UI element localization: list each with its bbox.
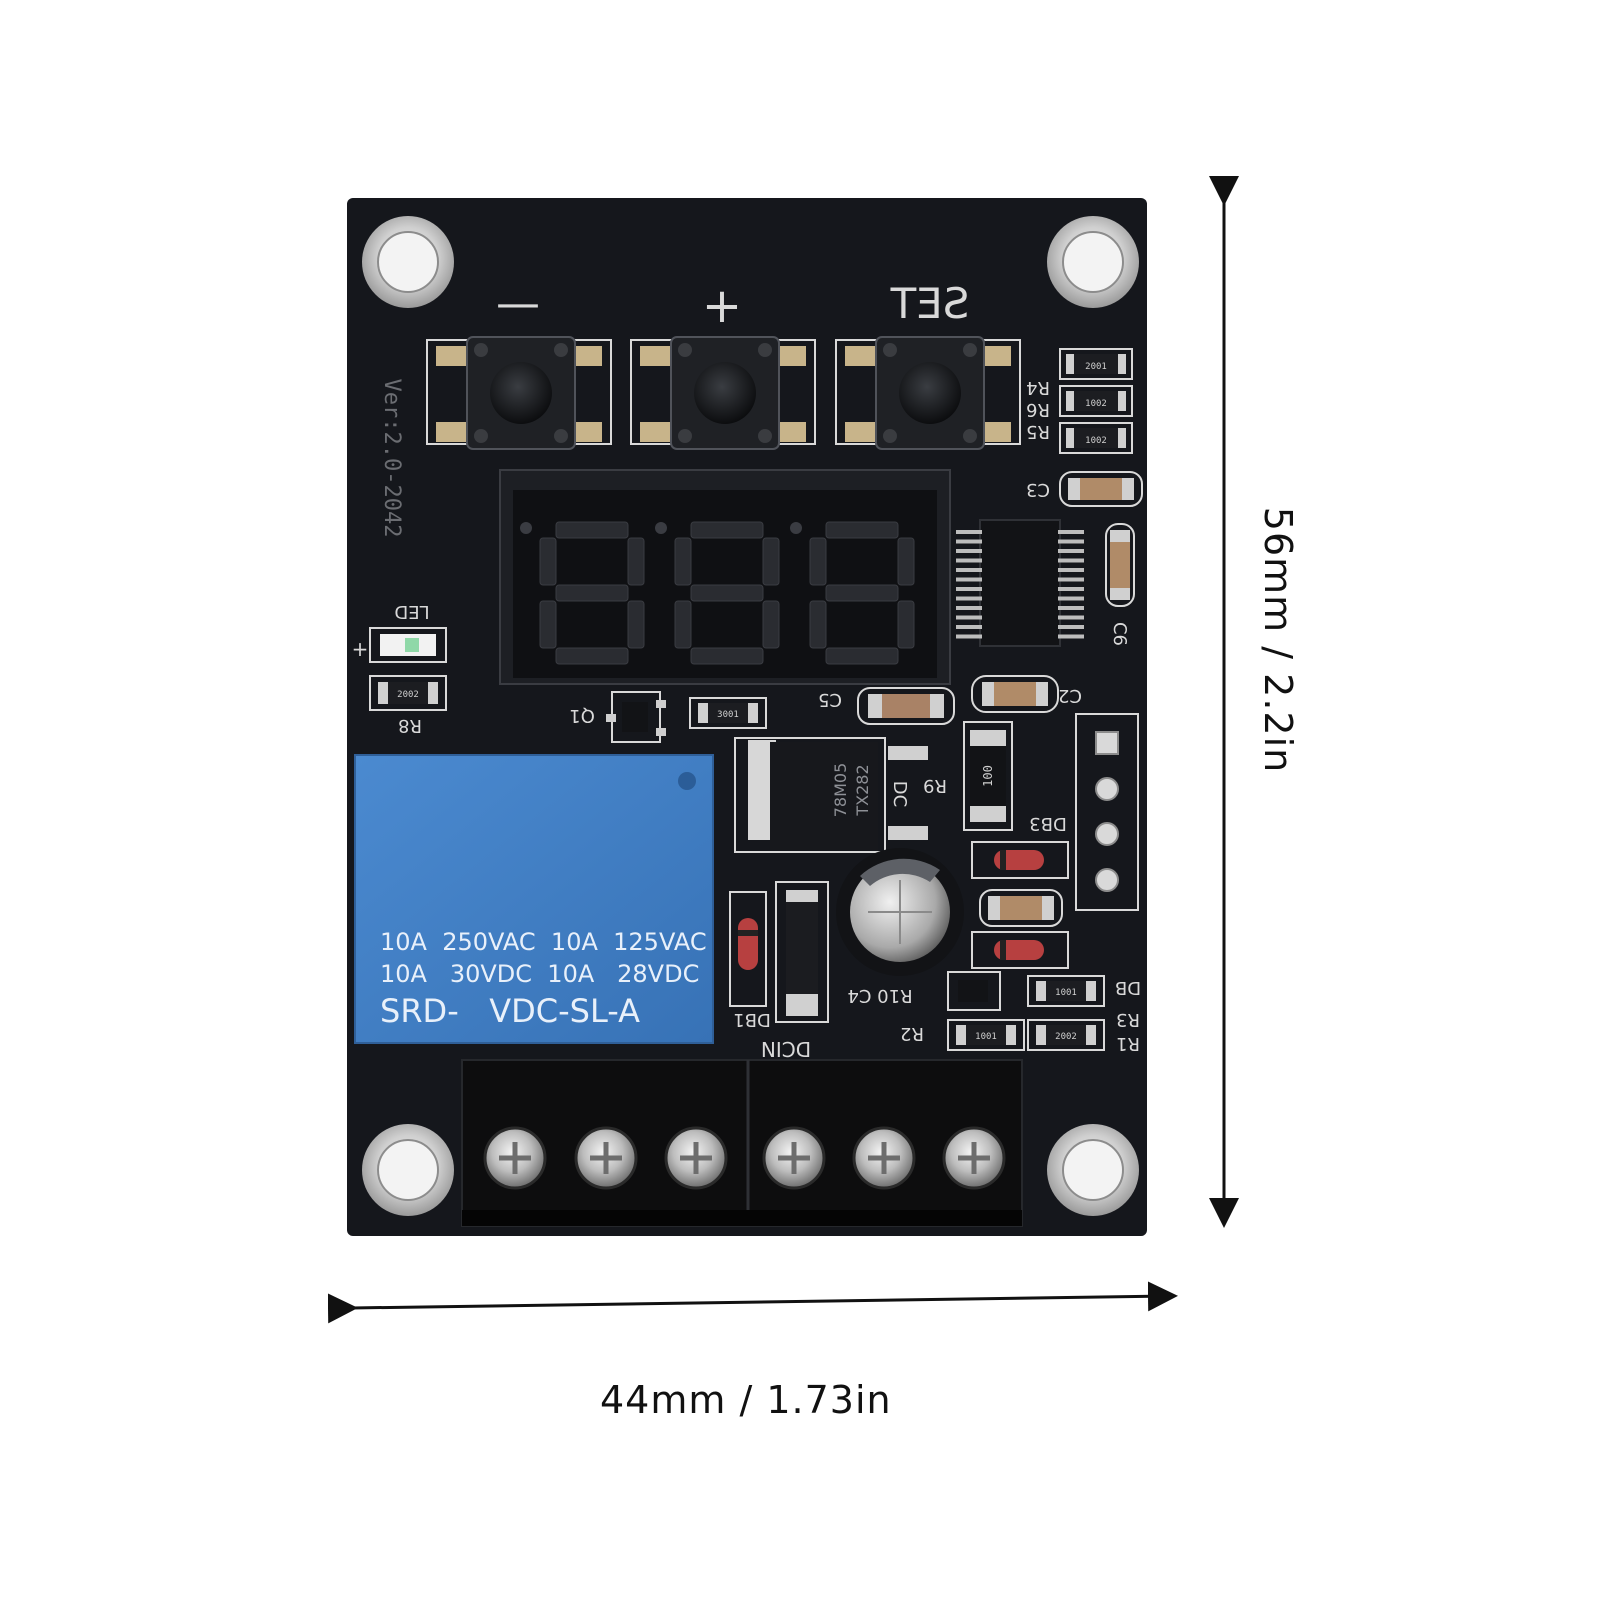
label-led: LED xyxy=(394,601,429,622)
terminal-screw[interactable] xyxy=(942,1126,1006,1190)
resistor-code-top: 2001 xyxy=(1085,362,1107,372)
diode-m7 xyxy=(775,881,829,1023)
capacitor-c2 xyxy=(971,675,1059,713)
capacitor-c5 xyxy=(857,687,955,725)
terminal-screws xyxy=(483,1126,1006,1190)
diode-near-c4 xyxy=(971,931,1069,969)
terminal-screw[interactable] xyxy=(762,1126,826,1190)
capacitor-near-db3 xyxy=(979,889,1063,927)
label-db4: DB xyxy=(1115,977,1141,998)
mounting-hole-bottom-right xyxy=(1047,1124,1139,1216)
transistor-q1 xyxy=(606,691,666,743)
plus-button[interactable] xyxy=(630,336,816,450)
resistor-near-q1 xyxy=(689,697,767,729)
label-led-plus: + xyxy=(352,637,369,661)
label-dc: DC xyxy=(889,781,910,807)
label-c2: C2 xyxy=(1058,685,1082,706)
display-digits xyxy=(520,521,915,665)
mounting-hole-bottom-left xyxy=(362,1124,454,1216)
resistor-row-1 xyxy=(1027,975,1105,1007)
resistor-r9 xyxy=(963,721,1013,831)
label-c3: C3 xyxy=(1026,479,1050,500)
set-label: SET xyxy=(890,279,969,328)
minus-button[interactable] xyxy=(426,336,612,450)
resistor-row-2a xyxy=(947,1019,1025,1051)
label-r1: R1 xyxy=(1116,1033,1140,1054)
regulator-text-2: TX282 xyxy=(853,764,872,816)
capacitor-c6 xyxy=(1105,523,1135,607)
resistor-code-bot: 1002 xyxy=(1085,436,1107,446)
terminal-screw[interactable] xyxy=(664,1126,728,1190)
resistor-code-r2-row: 1001 xyxy=(975,1032,997,1042)
resistor-code-db-row: 1001 xyxy=(1055,988,1077,998)
width-arrow xyxy=(327,1281,1178,1324)
label-r8: R8 xyxy=(398,715,422,736)
label-c5: C5 xyxy=(818,689,842,710)
label-r4: R4 xyxy=(1026,377,1050,398)
plus-label: + xyxy=(702,278,742,334)
mounting-hole-top-left xyxy=(362,216,454,308)
seven-segment-digit xyxy=(520,521,645,665)
electrolytic-capacitor xyxy=(836,848,964,976)
terminal-screw[interactable] xyxy=(574,1126,638,1190)
minus-label: — xyxy=(496,278,540,329)
resistor-code-q1: 3001 xyxy=(717,710,739,720)
transistor-db4 xyxy=(947,971,1001,1011)
label-dcin: DCIN xyxy=(761,1037,811,1061)
terminal-screw[interactable] xyxy=(483,1126,547,1190)
pin-header xyxy=(1075,713,1139,911)
terminal-screw[interactable] xyxy=(852,1126,916,1190)
terminal-block xyxy=(461,1059,1023,1227)
label-c6: C6 xyxy=(1109,622,1130,646)
seven-segment-digit xyxy=(790,521,915,665)
label-r6: R6 xyxy=(1026,399,1050,420)
resistor-row-2b xyxy=(1027,1019,1105,1051)
status-led xyxy=(369,627,447,663)
diode-db1 xyxy=(729,891,767,1007)
seven-segment-digit xyxy=(655,521,780,665)
label-r2: R2 xyxy=(900,1023,924,1044)
resistor-array-top-right xyxy=(1059,348,1133,454)
resistor-code-r8: 2002 xyxy=(397,690,419,700)
label-r5: R5 xyxy=(1026,421,1050,442)
relay-line-2: 10A 30VDC 10A 28VDC xyxy=(380,960,699,988)
width-dimension-label: 44mm / 1.73in xyxy=(600,1378,892,1422)
set-button[interactable] xyxy=(835,336,1021,450)
resistor-r8 xyxy=(369,675,447,711)
voltage-regulator xyxy=(734,737,928,853)
relay-line-3: SRD- VDC-SL-A xyxy=(380,992,640,1030)
capacitor-c3 xyxy=(1059,471,1143,507)
diode-db3 xyxy=(971,841,1069,879)
label-db1: DB1 xyxy=(733,1009,771,1030)
relay xyxy=(354,754,714,1044)
resistor-code-mid: 1002 xyxy=(1085,399,1107,409)
label-r10-c4: R10 C4 xyxy=(847,985,912,1006)
label-q1: Q1 xyxy=(569,705,595,726)
label-r9: R9 xyxy=(923,775,947,796)
version-label: Ver:2.0-2042 xyxy=(379,379,404,538)
label-r3: R3 xyxy=(1116,1009,1140,1030)
relay-line-1: 10A 250VAC 10A 125VAC xyxy=(380,928,707,956)
label-db3: DB3 xyxy=(1029,813,1067,834)
mounting-hole-top-right xyxy=(1047,216,1139,308)
regulator-text-1: 78M05 xyxy=(831,763,850,818)
driver-ic xyxy=(956,519,1084,647)
resistor-code-r9: 100 xyxy=(981,765,995,787)
resistor-code-r1-row: 2002 xyxy=(1055,1032,1077,1042)
height-dimension-label: 56mm / 2.2in xyxy=(1256,506,1300,774)
